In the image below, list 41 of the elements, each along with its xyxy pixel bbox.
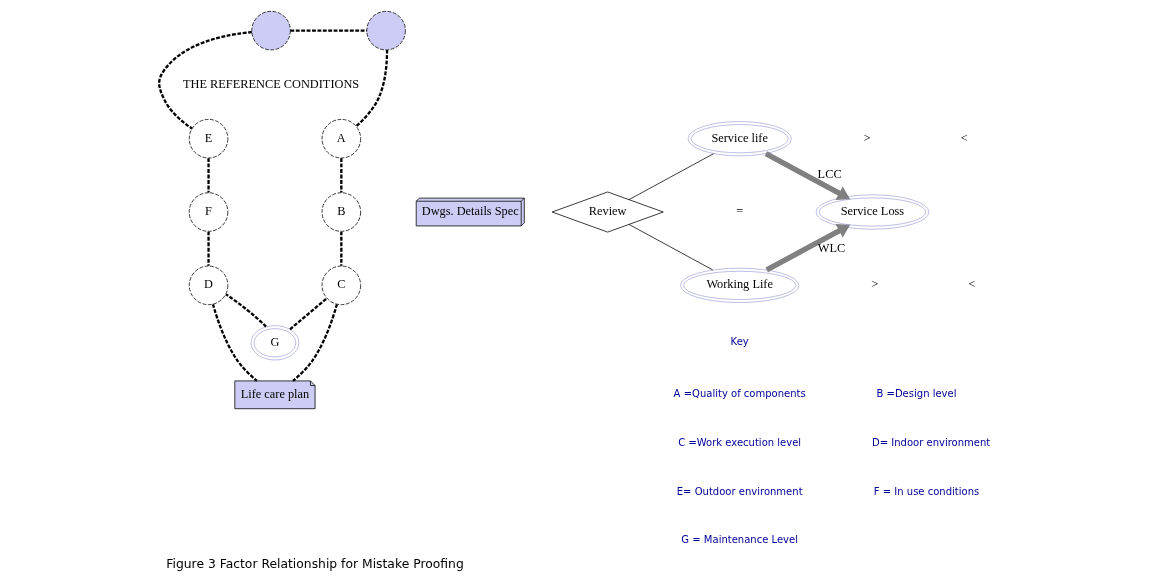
connector (290, 29, 367, 32)
connector (340, 231, 343, 266)
label: > (871, 277, 879, 292)
label: G = Maintenance Level (681, 534, 799, 546)
connector (211, 304, 258, 382)
label: A =Quality of components (673, 388, 806, 400)
connector (289, 297, 328, 331)
label: < (968, 277, 976, 292)
label: F = In use conditions (873, 485, 980, 497)
connector (355, 49, 389, 127)
node-circle: E (188, 119, 229, 159)
label: > (863, 130, 871, 145)
connector (158, 31, 252, 130)
node-circle: B (321, 192, 361, 232)
connector (225, 293, 267, 328)
label: D= Indoor environment (871, 437, 991, 449)
edge-label: LCC (817, 166, 842, 181)
connector (340, 158, 343, 193)
connector (207, 231, 210, 266)
label: C =Work execution level (678, 437, 802, 449)
label: E= Outdoor environment (676, 485, 803, 497)
edge-label: WLC (817, 241, 846, 256)
node-circle (251, 10, 291, 51)
label: Key (730, 336, 749, 348)
connector (207, 158, 210, 193)
node-circle: C (321, 265, 361, 306)
connector (292, 304, 338, 382)
connector (628, 153, 714, 200)
node-circle (366, 10, 406, 51)
node-circle: F (188, 192, 229, 232)
caption: Figure 3 Factor Relationship for Mistake Proofing (166, 556, 464, 571)
label: < (960, 130, 968, 145)
connector (628, 224, 714, 271)
label: = (736, 203, 744, 218)
arrow (764, 151, 851, 200)
node-circle: A (321, 119, 361, 159)
node-circle: D (188, 265, 229, 306)
node-diamond: Review (551, 191, 664, 233)
label: B =Design level (876, 388, 957, 400)
label: THE REFERENCE CONDITIONS (182, 76, 360, 91)
arrow (765, 224, 851, 273)
